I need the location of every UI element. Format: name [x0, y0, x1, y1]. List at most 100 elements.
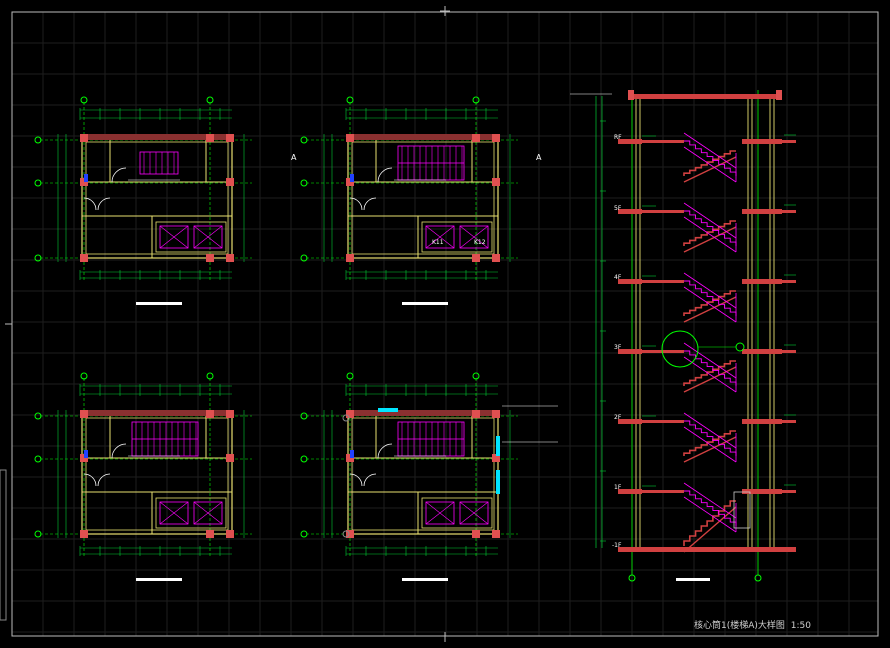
elevator-cross: [425, 501, 455, 525]
section-mark-right: A: [536, 153, 542, 162]
axis-bubble-v: [346, 96, 354, 104]
elevator-core-wall: [421, 497, 493, 529]
stair-flight-steps: [684, 420, 737, 456]
door-swing: [83, 197, 97, 211]
fire-hydrant-mark: [84, 174, 88, 182]
stair-flight-soffit: [683, 146, 737, 183]
floor-slab-edge: [782, 210, 796, 213]
floor-slab: [618, 489, 642, 494]
floor-slab: [618, 139, 642, 144]
ground-slab: [618, 547, 796, 552]
stair-flight-soffit: [683, 496, 737, 533]
floor-slab-edge: [782, 280, 796, 283]
door-swing: [111, 443, 127, 459]
column: [80, 134, 88, 142]
drawing-title-block: 核心筒1(楼梯A)大样图 1:50: [694, 618, 834, 634]
floor-slab: [742, 349, 782, 354]
top-beam: [82, 410, 232, 416]
column: [206, 134, 214, 142]
section-scale-bar: [676, 578, 710, 581]
cyan-marker: [378, 408, 398, 412]
floor-slab-edge: [782, 420, 796, 423]
door-swing: [83, 473, 97, 487]
axis-bubble-v: [80, 372, 88, 380]
stair-flight-steps: [684, 280, 737, 316]
floor-label-4f: 4F: [614, 274, 622, 281]
floor-slab: [618, 349, 642, 354]
stair-flight-steps: [684, 140, 737, 176]
floor-label-b1: -1F: [612, 542, 622, 549]
fire-hydrant-mark: [84, 450, 88, 458]
elevator-shaft: [159, 501, 189, 525]
axis-bubble-h: [34, 179, 42, 187]
axis-bubble-v: [472, 372, 480, 380]
axis-bubble-v: [206, 372, 214, 380]
stair-flight-soffit: [683, 216, 737, 253]
elevator-shaft: [159, 225, 189, 249]
landing-slab: [642, 140, 684, 143]
column: [80, 254, 88, 262]
door-swing: [97, 473, 111, 487]
column: [206, 410, 214, 418]
stair-section-elevation: [570, 90, 796, 582]
stair-flight-soffit: [683, 436, 737, 463]
elevator-core-wall: [155, 497, 227, 529]
floor-plan-bottom-left: [34, 372, 252, 581]
column: [226, 178, 234, 186]
grey-column-mark: [342, 530, 350, 538]
elevator-cross: [425, 225, 455, 249]
axis-bubble-h: [300, 254, 308, 262]
stair-flight-soffit: [683, 226, 737, 253]
scale-bar: [136, 302, 182, 305]
axis-bubble-h: [300, 455, 308, 463]
column: [206, 254, 214, 262]
floor-plan-top-left: [34, 96, 252, 305]
column: [628, 90, 634, 100]
axis-bubble-v: [472, 96, 480, 104]
column: [472, 254, 480, 262]
section-axis-bubble: [754, 574, 762, 582]
column: [492, 134, 500, 142]
column: [226, 410, 234, 418]
stair-flight-steps: [684, 490, 737, 526]
column: [492, 410, 500, 418]
top-beam: [348, 134, 498, 140]
cyan-marker: [496, 470, 500, 494]
elevator-shaft: [459, 501, 489, 525]
drawing-scale: 1:50: [790, 621, 811, 631]
axis-bubble-h: [34, 530, 42, 538]
door-swing: [377, 443, 393, 459]
column: [492, 454, 500, 462]
floor-slab: [742, 139, 782, 144]
door-swing: [97, 197, 111, 211]
landing-slab: [642, 280, 684, 283]
axis-bubble-h: [300, 412, 308, 420]
roof-parapet: [630, 94, 782, 99]
elevator-label-k11: K11: [432, 239, 444, 246]
stair-flight-steps: [683, 500, 736, 546]
axis-bubble-v: [80, 96, 88, 104]
stair-handrail: [683, 132, 737, 169]
elevator-cross: [159, 501, 189, 525]
elevator-cross: [193, 225, 223, 249]
landing-slab: [642, 210, 684, 213]
elevator-core-wall: [421, 221, 493, 253]
fire-hydrant-mark: [350, 174, 354, 182]
drawing-frame: [11, 11, 879, 637]
elevator-shaft: [193, 501, 223, 525]
fire-hydrant-mark: [350, 450, 354, 458]
axis-bubble-h: [300, 179, 308, 187]
floor-slab: [618, 419, 642, 424]
column: [80, 530, 88, 538]
elevator-core-wall: [155, 221, 227, 253]
column: [80, 410, 88, 418]
section-mark-left: A: [291, 153, 297, 162]
floor-slab: [618, 209, 642, 214]
elevator-cross: [193, 501, 223, 525]
door-swing: [377, 167, 393, 183]
axis-bubble-h: [34, 136, 42, 144]
floor-label-5f: 5F: [614, 205, 622, 212]
floor-slab: [618, 279, 642, 284]
